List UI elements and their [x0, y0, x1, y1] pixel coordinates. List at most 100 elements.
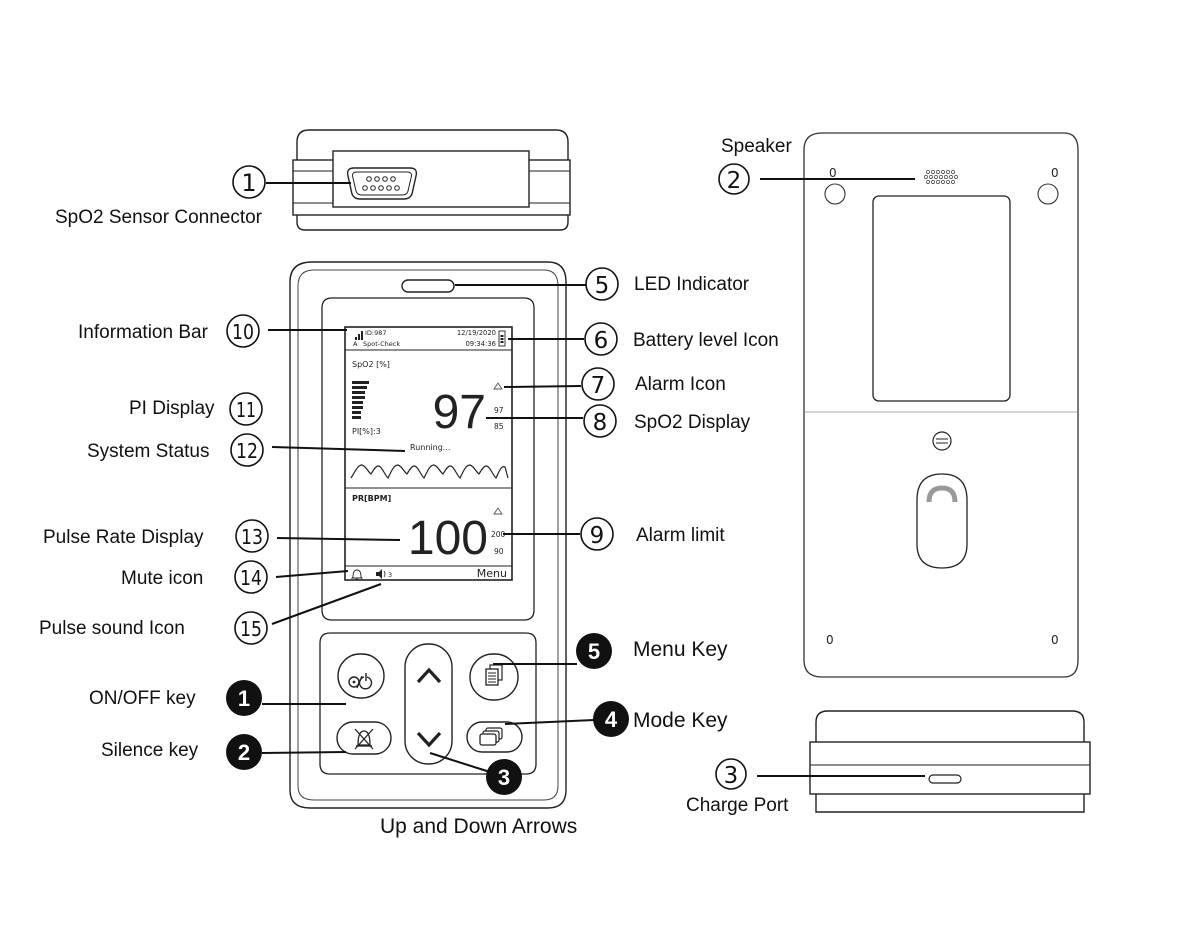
callout-1: 1 — [241, 169, 256, 197]
spo2-low-limit: 85 — [494, 422, 504, 431]
callout-6: 6 — [594, 328, 609, 354]
spo2-title: SpO2 [%] — [352, 360, 390, 369]
badge-2-circle — [226, 734, 262, 770]
pi-value: PI[%]:3 — [352, 427, 381, 436]
badge-1: 1 — [238, 686, 250, 711]
right-callouts: 5 LED Indicator 6 Battery level Icon 7 A… — [380, 267, 779, 838]
callout-5: 5 — [595, 273, 610, 299]
callout-3b: 3 — [724, 763, 739, 789]
callout-6-circle — [584, 322, 618, 356]
pr-title: PR[BPM] — [352, 494, 391, 503]
callout-7-circle — [581, 367, 615, 401]
pr-low-limit: 90 — [494, 547, 504, 556]
front-device: ID:987 A Spot-Check 12/19/2020 09:34:36 … — [289, 261, 567, 809]
mode-key[interactable] — [466, 721, 523, 753]
power-icon — [348, 673, 373, 690]
battery-icon — [498, 330, 506, 347]
label-spo2-sensor-connector: SpO2 Sensor Connector — [55, 207, 263, 228]
menu-key[interactable] — [469, 653, 519, 701]
callout-12: 12 — [236, 439, 258, 463]
up-down-arrows-key[interactable] — [404, 643, 453, 765]
label-silence-key: Silence key — [101, 740, 199, 761]
measure-mode: Spot-Check — [363, 340, 400, 348]
down-arrow-icon[interactable] — [416, 731, 442, 748]
led-indicator — [401, 279, 455, 293]
callout-12-circle — [230, 433, 264, 467]
clip-icon — [916, 473, 968, 569]
label-up-down-arrows: Up and Down Arrows — [380, 815, 577, 838]
screw-icon — [932, 431, 952, 451]
label-mute-icon: Mute icon — [121, 568, 203, 589]
top-connector-view: 1 SpO2 Sensor Connector — [55, 129, 571, 231]
callout-7: 7 — [591, 373, 606, 399]
speaker-grille-icon — [924, 170, 958, 184]
label-pulse-rate-display: Pulse Rate Display — [43, 527, 204, 548]
label-led-indicator: LED Indicator — [634, 274, 750, 295]
callout-line-15 — [271, 583, 382, 625]
pulse-sound-icon — [376, 569, 386, 579]
callout-8-circle — [583, 404, 617, 438]
label-spo2-display: SpO2 Display — [634, 412, 751, 433]
menu-softkey[interactable]: Menu — [477, 567, 507, 580]
badge-5: 5 — [588, 639, 600, 664]
svg-text:0: 0 — [829, 166, 837, 180]
callout-13: 13 — [241, 525, 263, 549]
badge-2: 2 — [238, 740, 250, 765]
spo2-high-limit: 97 — [494, 406, 504, 415]
callout-2-circle — [718, 163, 750, 195]
badge-4-circle — [593, 701, 629, 737]
callout-13-circle — [235, 519, 269, 553]
callout-line-12 — [271, 446, 406, 452]
svg-text:0: 0 — [1051, 166, 1059, 180]
label-information-bar: Information Bar — [78, 322, 209, 343]
pr-value: 100 — [408, 512, 488, 565]
badge-line-2 — [261, 751, 347, 754]
alarm-triangle-icon — [493, 382, 503, 390]
display-screen — [344, 326, 513, 581]
callout-8: 8 — [593, 410, 608, 436]
callout-14-circle — [234, 560, 268, 594]
label-pulse-sound-icon: Pulse sound Icon — [39, 618, 185, 639]
label-alarm-icon: Alarm Icon — [635, 374, 726, 395]
date: 12/19/2020 — [457, 329, 496, 337]
callout-10: 10 — [232, 320, 254, 344]
label-alarm-limit: Alarm limit — [636, 525, 725, 546]
label-speaker: Speaker — [721, 136, 792, 157]
label-system-status: System Status — [87, 441, 210, 462]
callout-5-circle — [585, 267, 619, 301]
callout-15-circle — [234, 611, 268, 645]
connector-pins-icon — [346, 167, 418, 200]
callout-9: 9 — [590, 523, 605, 549]
system-status: Running... — [410, 443, 450, 452]
svg-text:0: 0 — [1051, 633, 1059, 647]
spo2-value: 97 — [433, 386, 486, 439]
callout-11: 11 — [236, 398, 256, 422]
callout-2: 2 — [727, 168, 742, 194]
svg-text:0: 0 — [826, 633, 834, 647]
silence-key[interactable] — [336, 721, 392, 755]
badge-5-circle — [576, 633, 612, 669]
label-mode-key: Mode Key — [633, 709, 728, 732]
silence-bell-icon — [354, 728, 374, 750]
callout-line-13 — [276, 537, 401, 541]
onoff-key[interactable] — [337, 653, 385, 699]
back-view: 0 0 0 0 — [718, 132, 1079, 678]
pr-high-limit: 200 — [491, 530, 506, 539]
up-arrow-icon[interactable] — [416, 667, 442, 684]
pr-alarm-triangle-icon — [493, 507, 503, 515]
bottom-view: 3 Charge Port — [686, 710, 1091, 816]
badge-4: 4 — [605, 707, 618, 732]
mode-windows-icon — [479, 727, 503, 746]
time: 09:34:36 — [465, 340, 496, 348]
bell-icon — [350, 569, 364, 581]
callout-line-14 — [275, 570, 349, 578]
pulse-volume: 3 — [388, 571, 392, 579]
callout-3b-circle — [715, 758, 747, 790]
left-callouts: Information Bar 10 PI Display 11 System … — [39, 314, 406, 770]
pleth-waveform — [350, 464, 509, 480]
badge-1-circle — [226, 680, 262, 716]
callout-11-circle — [229, 392, 263, 426]
callout-1-circle — [232, 165, 266, 199]
label-menu-key: Menu Key — [633, 638, 728, 661]
menu-pages-icon — [485, 664, 503, 686]
